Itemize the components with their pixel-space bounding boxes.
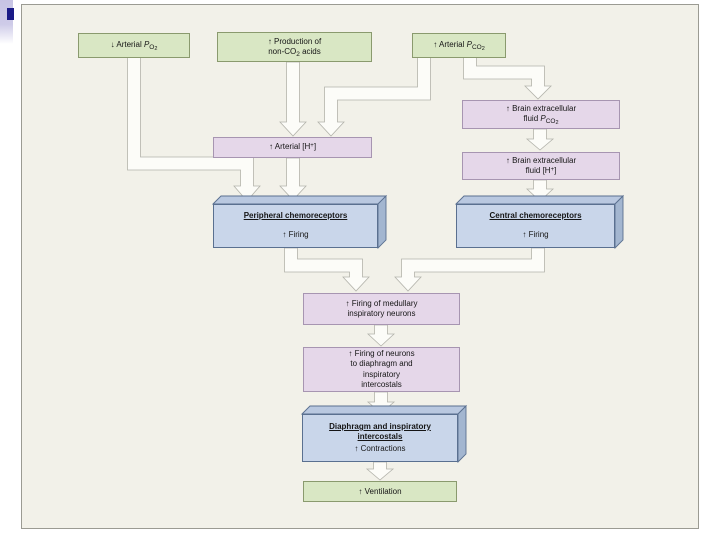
arrow-arterialh-to-peripheral: [279, 157, 307, 201]
diaphragm-box-right-face: [457, 404, 467, 464]
node-label: ↑ Ventilation: [358, 486, 402, 496]
arrow-peripheral-to-medullary: [284, 247, 370, 292]
arrow-central-to-medullary: [394, 247, 545, 292]
node-label-line2: inspiratory neurons: [347, 309, 416, 318]
node-label-line1: ↑ Brain extracellular: [505, 104, 577, 113]
node-label-line2: non-CO2 acids: [268, 46, 321, 58]
node-label: ↑ Arterial PCO2: [433, 40, 485, 52]
node-title: Central chemoreceptors: [489, 211, 582, 220]
node-arterial-pco2: ↑ Arterial PCO2: [412, 33, 506, 58]
node-brain-ecf-h: ↑ Brain extracellular fluid [H+]: [462, 152, 620, 180]
node-title-line1: Diaphragm and inspiratory: [329, 422, 431, 431]
arrow-brainh-to-central: [525, 179, 555, 202]
central-box-right-face: [614, 194, 624, 250]
arrow-diaphragm-to-ventilation: [365, 461, 395, 481]
node-central-chemoreceptors: Central chemoreceptors ↑ Firing: [456, 204, 615, 248]
node-title: Peripheral chemoreceptors: [243, 211, 348, 220]
arrow-pco2-to-arterialh: [317, 56, 431, 137]
node-label-line1: ↑ Production of: [267, 36, 322, 46]
node-label-line2: fluid PCO2: [523, 114, 559, 126]
node-title-line2: intercostals: [357, 432, 403, 441]
diaphragm-box-top-face: [300, 405, 468, 415]
node-production-acids: ↑ Production of non-CO2 acids: [217, 32, 372, 62]
node-label-line4: intercostals: [361, 380, 402, 389]
node-contractions-label: ↑ Contractions: [354, 444, 406, 453]
node-label: ↑ Arterial [H+]: [268, 142, 317, 151]
node-label-line1: ↑ Brain extracellular: [505, 155, 577, 165]
node-label-line1: ↑ Firing of medullary: [345, 299, 418, 308]
node-diaphragm-intercostals: Diaphragm and inspiratory intercostals ↑…: [302, 414, 458, 462]
arrow-po2-to-peripheral: [127, 56, 261, 202]
node-label-line2: to diaphragm and: [350, 359, 413, 368]
arrow-production-to-arterialh: [279, 61, 307, 137]
peripheral-box-top-face: [211, 195, 388, 205]
arrow-pco2-to-brainpco2: [463, 56, 552, 100]
node-arterial-po2: ↓ Arterial PO2: [78, 33, 190, 58]
node-brain-ecf-pco2: ↑ Brain extracellular fluid PCO2: [462, 100, 620, 129]
node-arterial-h: ↑ Arterial [H+]: [213, 137, 372, 158]
peripheral-box-right-face: [377, 194, 387, 250]
node-label-line3: inspiratory: [363, 369, 400, 379]
accent-square: [7, 8, 14, 20]
arrow-brainpco2-to-brainh: [525, 128, 555, 151]
node-label-line2: fluid [H+]: [525, 165, 557, 175]
arrow-medullary-to-neurons: [366, 324, 396, 347]
node-label-line1: ↑ Firing of neurons: [348, 348, 415, 358]
node-peripheral-chemoreceptors: Peripheral chemoreceptors ↑ Firing: [213, 204, 378, 248]
node-label: ↓ Arterial PO2: [110, 40, 158, 52]
central-box-top-face: [454, 195, 625, 205]
node-medullary-neurons: ↑ Firing of medullary inspiratory neuron…: [303, 293, 460, 325]
node-ventilation: ↑ Ventilation: [303, 481, 457, 502]
node-firing-label: ↑ Firing: [282, 230, 309, 239]
node-firing-label: ↑ Firing: [522, 230, 549, 239]
node-neurons-to-diaphragm: ↑ Firing of neurons to diaphragm and ins…: [303, 347, 460, 392]
